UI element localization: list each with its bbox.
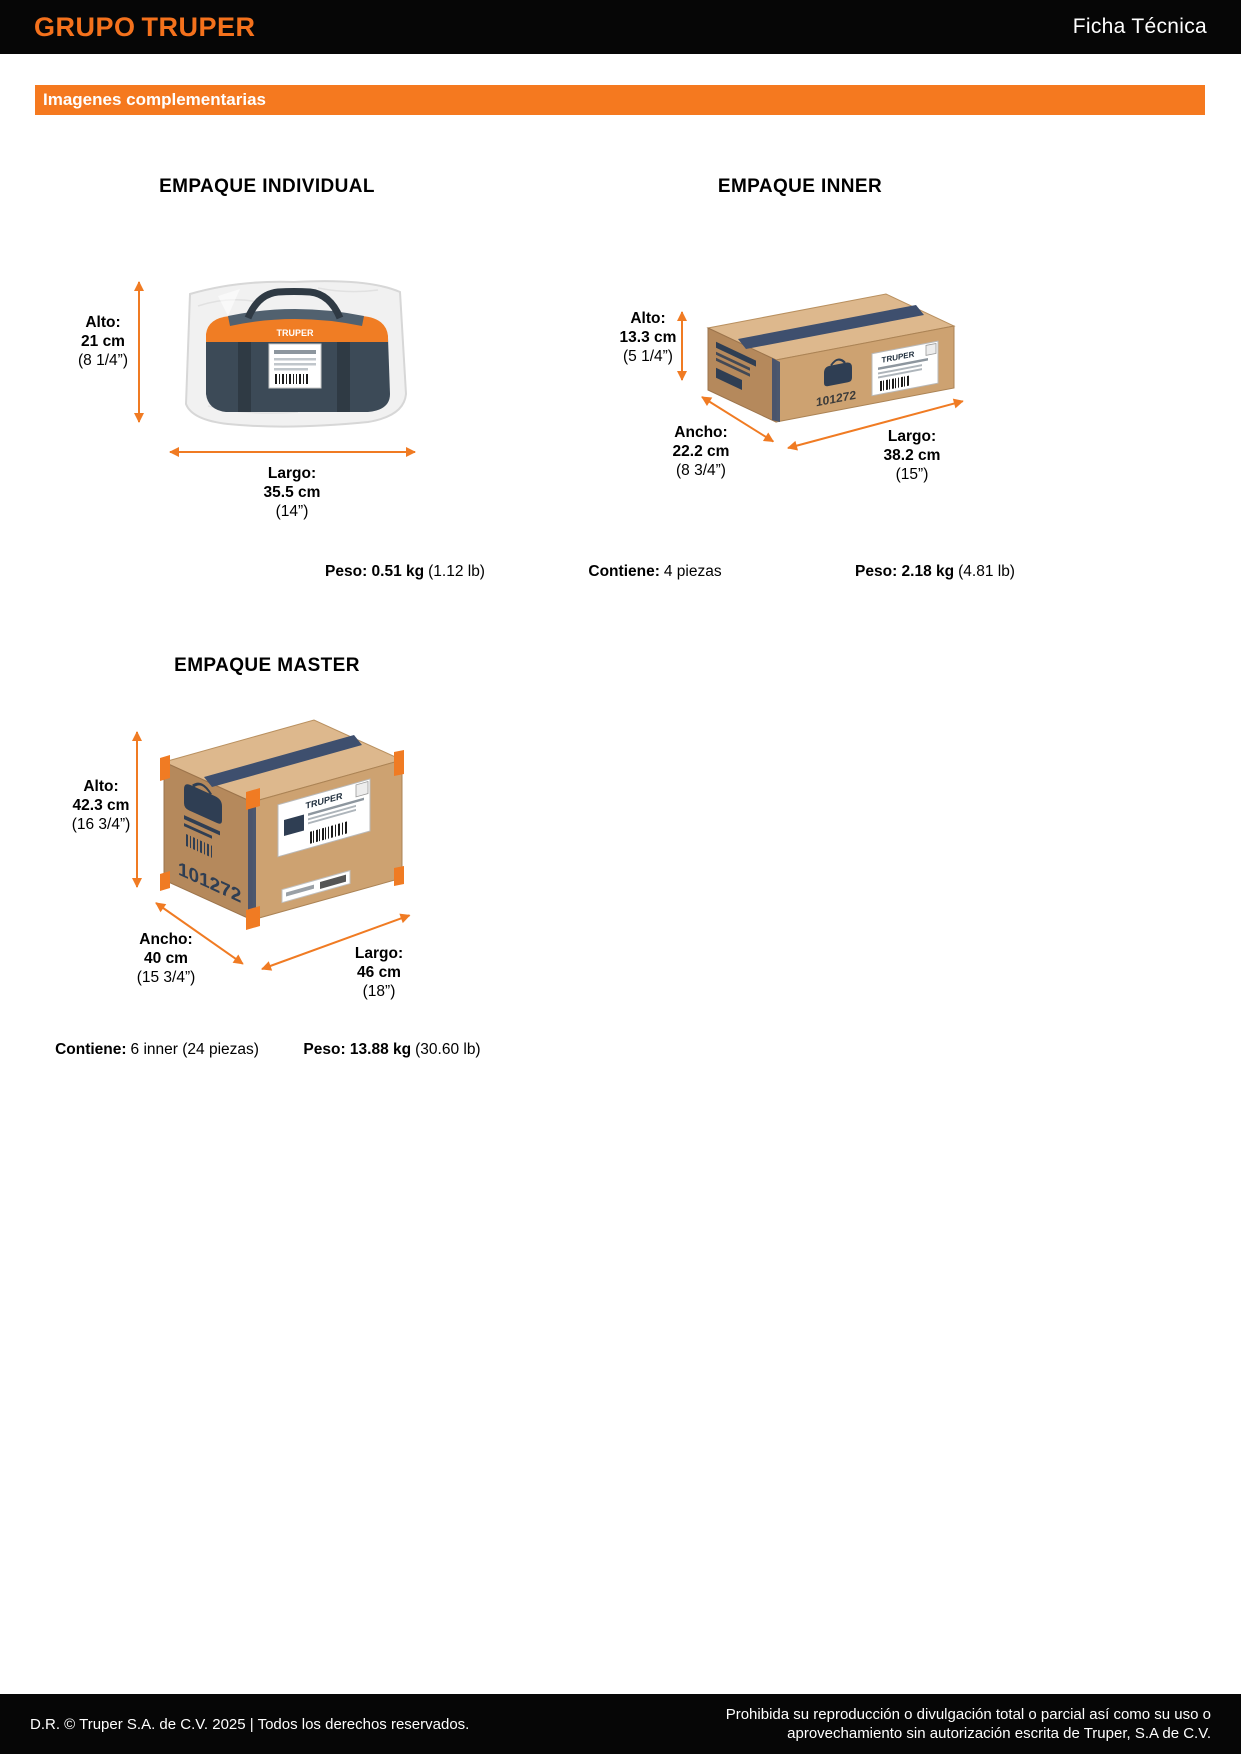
inner-box-tape: [738, 305, 924, 349]
master-box-left-barcode: [186, 833, 212, 858]
legal-text: Prohibida su reproducción o divulgación …: [725, 1706, 1211, 1742]
inner-box-left-print: [716, 341, 756, 390]
inner-box-label: TRUPER: [871, 340, 939, 397]
footer-bar: D.R. © Truper S.A. de C.V. 2025 | Todos …: [0, 1694, 1241, 1754]
inner-box-image: 101272 TRUPER: [706, 293, 956, 423]
inner-title: EMPAQUE INNER: [717, 176, 883, 197]
section-title-bar: Imagenes complementarias: [35, 85, 1205, 115]
master-box-tape: [204, 735, 362, 787]
master-largo-label: Largo: 46 cm (18”): [354, 945, 404, 1000]
master-alto-arrow: [136, 732, 138, 887]
master-title: EMPAQUE MASTER: [174, 655, 360, 676]
bag-brand-text: TRUPER: [276, 328, 314, 338]
bag-label-barcode: [275, 374, 308, 384]
master-contiene: Contiene:6 inner (24 piezas): [55, 1041, 259, 1058]
master-box-barcode: [310, 821, 347, 844]
inner-largo-label: Largo: 38.2 cm (15”): [883, 428, 941, 483]
bag-hang-label: [268, 343, 322, 389]
master-alto-label: Alto: 42.3 cm (16 3/4”): [71, 778, 131, 833]
master-box-corner-protectors: [160, 750, 404, 930]
product-bag-image: TRUPER: [184, 280, 408, 428]
inner-alto-label: Alto: 13.3 cm (5 1/4”): [619, 310, 677, 365]
logo-truper-text: TRUPER: [141, 11, 256, 42]
inner-peso: Peso: 2.18 kg(4.81 lb): [855, 563, 1015, 580]
individual-alto-arrow: [138, 282, 140, 422]
individual-alto-label: Alto: 21 cm (8 1/4”): [78, 314, 128, 369]
master-box-small-label: [281, 869, 351, 904]
master-peso: Peso: 13.88 kg(30.60 lb): [303, 1041, 481, 1058]
master-box-image: 101272 TRUPER: [160, 719, 404, 930]
master-ancho-label: Ancho: 40 cm (15 3/4”): [136, 931, 196, 986]
individual-peso: Peso: 0.51 kg(1.12 lb): [325, 563, 485, 580]
bag-handle: [244, 288, 344, 320]
inner-ancho-label: Ancho: 22.2 cm (8 3/4”): [672, 424, 730, 479]
inner-alto-arrow: [681, 312, 683, 380]
individual-largo-label: Largo: 35.5 cm (14”): [263, 465, 321, 520]
bag-zipper-band: [228, 309, 364, 326]
master-box-main-label: TRUPER: [277, 778, 371, 858]
individual-largo-arrow: [169, 446, 416, 457]
section-title: Imagenes complementarias: [43, 90, 266, 109]
inner-box-barcode: [880, 375, 909, 392]
copyright-text: D.R. © Truper S.A. de C.V. 2025 | Todos …: [30, 1715, 470, 1733]
master-box-right-print: TRUPER: [277, 778, 371, 904]
document-title: Ficha Técnica: [1072, 15, 1207, 38]
logo-grupo-text: GRUPO: [34, 11, 136, 42]
inner-contiene: Contiene:4 piezas: [588, 563, 722, 580]
individual-title: EMPAQUE INDIVIDUAL: [159, 176, 375, 197]
